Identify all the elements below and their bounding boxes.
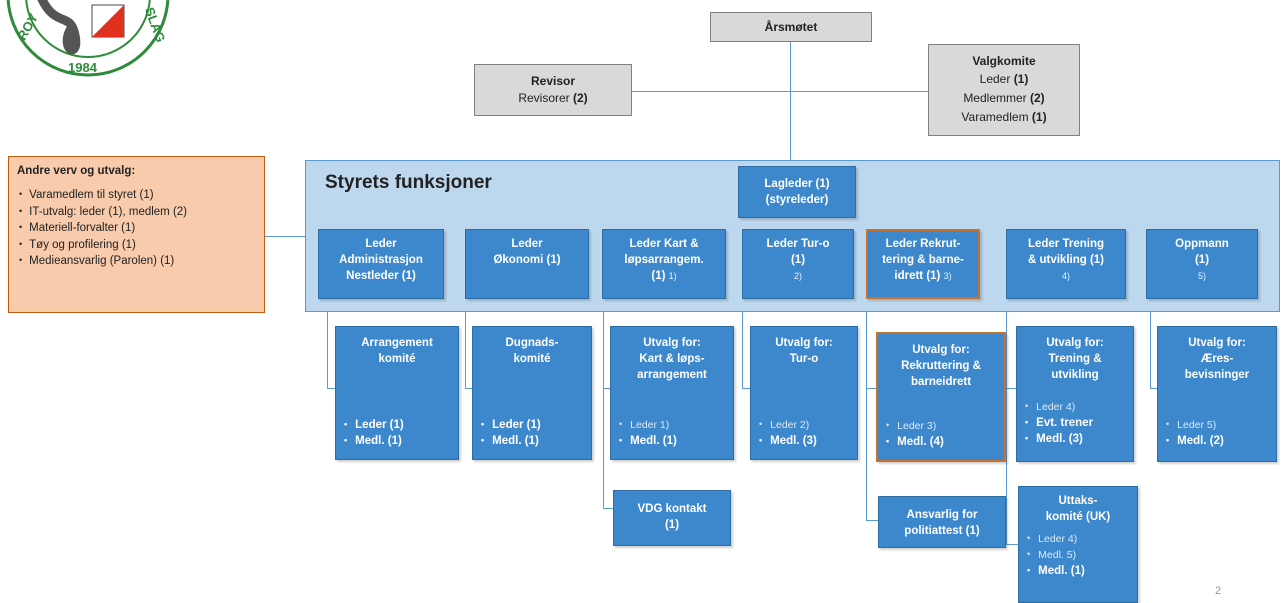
connector-line [742,312,743,388]
andre-verv-list: Varamedlem til styret (1) IT-utvalg: led… [17,187,256,270]
connector-line [1006,388,1016,389]
connector-line [866,520,878,521]
list-item: Materiell-forvalter (1) [19,220,256,237]
list-item: Varamedlem til styret (1) [19,187,256,204]
connector-line [465,312,466,388]
role-box-oppmann: Oppmann(1) 5) [1146,229,1258,299]
list-item: Medl. (1) [344,433,454,449]
valgkomite-line: Varamedlem (1) [961,110,1047,124]
committee-box-kart: Utvalg for:Kart & løps-arrangement Leder… [610,326,734,460]
list-item: Medieansvarlig (Parolen) (1) [19,253,256,270]
lagleder-line: (styreleder) [765,194,829,206]
committee-box-trening: Utvalg for:Trening &utvikling Leder 4) E… [1016,326,1134,462]
list-item: Leder 5) [1166,417,1272,433]
list-item: Tøy og profilering (1) [19,237,256,254]
list-item: Leder 4) [1027,531,1133,547]
lagleder-box: Lagleder (1) (styreleder) [738,166,856,218]
list-item: Medl. (4) [886,434,1000,450]
list-item: Medl. (1) [1027,563,1133,579]
connector-line [866,312,867,520]
list-item: Medl. (3) [759,433,853,449]
valgkomite-line: Leder (1) [979,72,1029,86]
revisor-title: Revisor [530,74,576,88]
list-item: IT-utvalg: leder (1), medlem (2) [19,204,256,221]
role-box-tur-o: Leder Tur-o(1) 2) [742,229,854,299]
list-item: Leder 1) [619,417,729,433]
lagleder-line: Lagleder (1) [764,178,830,190]
role-box-kart: Leder Kart &løpsarrangem. (1) 1) [602,229,726,299]
aarsmotet-box: Årsmøtet [710,12,872,42]
andre-verv-title: Andre verv og utvalg: [17,165,136,177]
committee-box-dugnad: Dugnads-komité Leder (1) Medl. (1) [472,326,592,460]
vdg-kontakt-box: VDG kontakt(1) [613,490,731,546]
list-item: Medl. (1) [481,433,587,449]
styret-title: Styrets funksjoner [325,172,492,193]
connector-line [1150,312,1151,388]
connector-line [603,312,604,508]
committee-box-aeresbevisninger: Utvalg for:Æres-bevisninger Leder 5) Med… [1157,326,1277,462]
aarsmotet-label: Årsmøtet [764,20,818,34]
list-item: Medl. (3) [1025,431,1129,447]
list-item: Evt. trener [1025,415,1129,431]
connector-line [632,91,790,92]
revisor-box: Revisor Revisorer (2) [474,64,632,116]
connector-line [790,91,928,92]
uttakskomite-box: Uttaks-komité (UK) Leder 4) Medl. 5) Med… [1018,486,1138,603]
committee-box-rekruttering: Utvalg for:Rekruttering &barneidrett Led… [876,332,1006,462]
connector-line [742,388,750,389]
connector-line [866,388,876,389]
role-box-rekruttering: Leder Rekrut-tering & barne- idrett (1) … [866,229,980,299]
list-item: Medl. (1) [619,433,729,449]
list-item: Leder (1) [481,417,587,433]
connector-line [1006,312,1007,544]
list-item: Medl. (2) [1166,433,1272,449]
andre-verv-box: Andre verv og utvalg: Varamedlem til sty… [8,156,265,313]
connector-line [327,312,328,388]
committee-box-tur-o: Utvalg for:Tur-o Leder 2) Medl. (3) [750,326,858,460]
club-logo: ROY SLAG 1984 [0,0,175,80]
valgkomite-box: Valgkomite Leder (1) Medlemmer (2) Varam… [928,44,1080,136]
logo-year: 1984 [68,60,98,75]
connector-line [1150,388,1157,389]
list-item: Medl. 5) [1027,547,1133,563]
role-box-trening: Leder Trening& utvikling (1) 4) [1006,229,1126,299]
page-number: 2 [1215,585,1222,597]
revisor-line: Revisorer (2) [518,91,588,105]
list-item: Leder 4) [1025,399,1129,415]
connector-line [790,42,791,160]
connector-line [265,236,305,237]
list-item: Leder 3) [886,418,1000,434]
valgkomite-line: Medlemmer (2) [963,91,1045,105]
connector-line [603,508,613,509]
connector-line [327,388,335,389]
connector-line [603,388,610,389]
list-item: Leder (1) [344,417,454,433]
list-item: Leder 2) [759,417,853,433]
connector-line [1006,544,1018,545]
valgkomite-title: Valgkomite [972,54,1036,68]
connector-line [465,388,472,389]
